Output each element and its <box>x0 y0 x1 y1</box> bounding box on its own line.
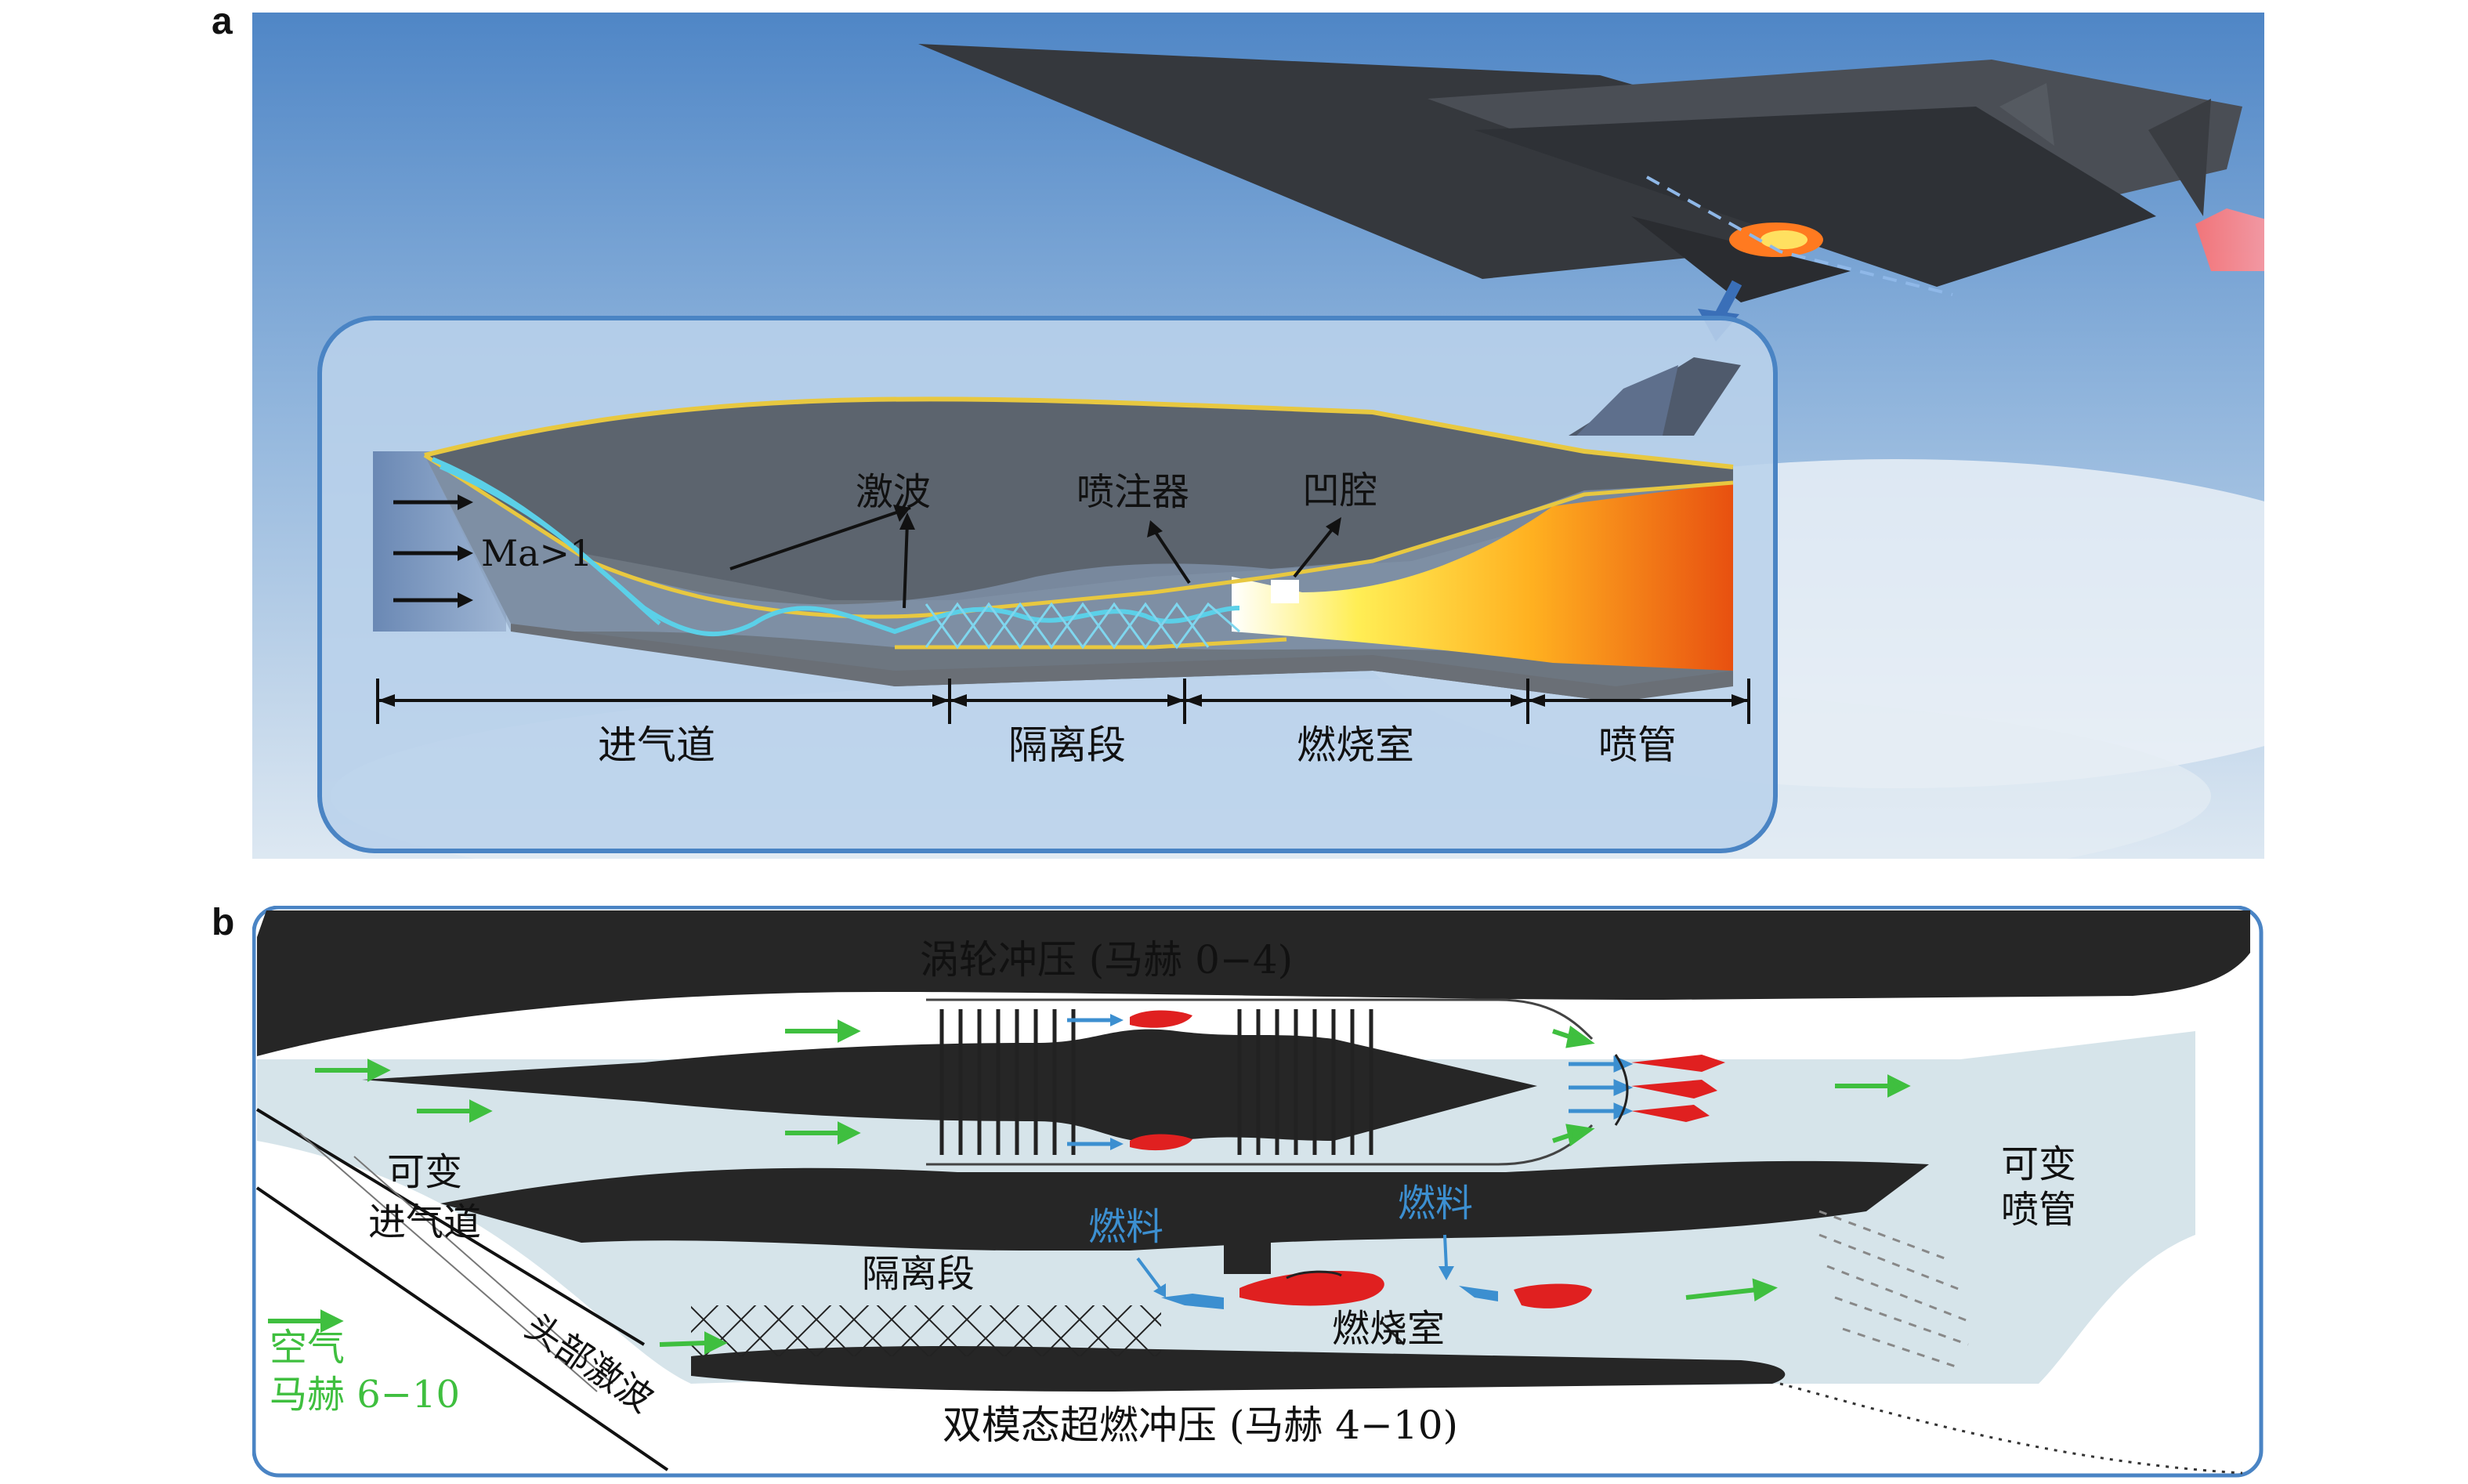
isolator-shock-train <box>691 1305 1161 1356</box>
upper-cowl <box>257 910 2250 1056</box>
turbo-ramjet-title: 涡轮冲压 (马赫 0−4) <box>920 937 1293 983</box>
variable-inlet-label-line2: 进气道 <box>368 1200 481 1244</box>
fuel-label-1: 燃料 <box>1088 1205 1163 1249</box>
air-label: 空气 <box>270 1326 345 1370</box>
variable-nozzle-label-line1: 可变 <box>2001 1142 2076 1186</box>
section-combustor-label: 燃烧室 <box>1297 722 1414 768</box>
engine-cross-section <box>373 357 1741 702</box>
section-dimension-line <box>376 679 1750 724</box>
air-flow-arrows <box>268 1019 1911 1355</box>
scram-lower-wall <box>691 1346 1786 1392</box>
variable-nozzle-label-line2: 喷管 <box>2001 1188 2076 1232</box>
callout-cavity: 凹腔 <box>1293 469 1377 578</box>
combustor-label: 燃烧室 <box>1332 1307 1445 1351</box>
panel-b-letter: b <box>212 902 235 943</box>
turbo-combustion <box>1067 1010 1725 1151</box>
callout-injector: 喷注器 <box>1077 470 1191 585</box>
injector-callout-label: 喷注器 <box>1077 470 1189 514</box>
bow-shock-line <box>255 1108 646 1346</box>
fuel-pointer-2 <box>1443 1234 1448 1269</box>
section-isolator-label: 隔离段 <box>1008 722 1126 768</box>
scram-combustion <box>1136 1234 1592 1346</box>
isolator-label: 隔离段 <box>862 1252 975 1296</box>
panel-b-tbcc-schematic: 涡轮冲压 (马赫 0−4) 双模态超燃冲压 (马赫 4−10) 可变 进气道 可… <box>252 906 2264 1478</box>
fuel-label-2: 燃料 <box>1398 1182 1473 1225</box>
air-mach-label: 马赫 6−10 <box>270 1373 460 1417</box>
scramjet-title: 双模态超燃冲压 (马赫 4−10) <box>943 1403 1458 1448</box>
panel-a-scramjet-illustration: Ma>1 激波 喷注器 凹腔 进气道 隔离段 燃烧室 喷管 <box>252 13 2264 859</box>
callout-shock: 激波 <box>729 470 931 609</box>
variable-inlet-label-line1: 可变 <box>387 1150 462 1194</box>
turbine-blades <box>939 1009 1373 1155</box>
panel-a-letter: a <box>212 1 233 42</box>
nozzle-expansion-lines <box>1818 1210 1969 1370</box>
hypersonic-aircraft <box>918 44 2264 302</box>
combustor-step <box>1224 1241 1271 1274</box>
section-nozzle-label: 喷管 <box>1598 722 1677 768</box>
cavity-callout-label: 凹腔 <box>1302 469 1377 512</box>
section-inlet-label: 进气道 <box>598 722 715 768</box>
inflow-arrows <box>393 494 473 608</box>
inflow-mach-label: Ma>1 <box>481 532 592 574</box>
turbo-core-spike <box>362 1029 1537 1142</box>
fuel-pointer-1 <box>1136 1257 1163 1291</box>
duct-splitter <box>440 1160 1929 1251</box>
shock-callout-label: 激波 <box>856 470 931 514</box>
